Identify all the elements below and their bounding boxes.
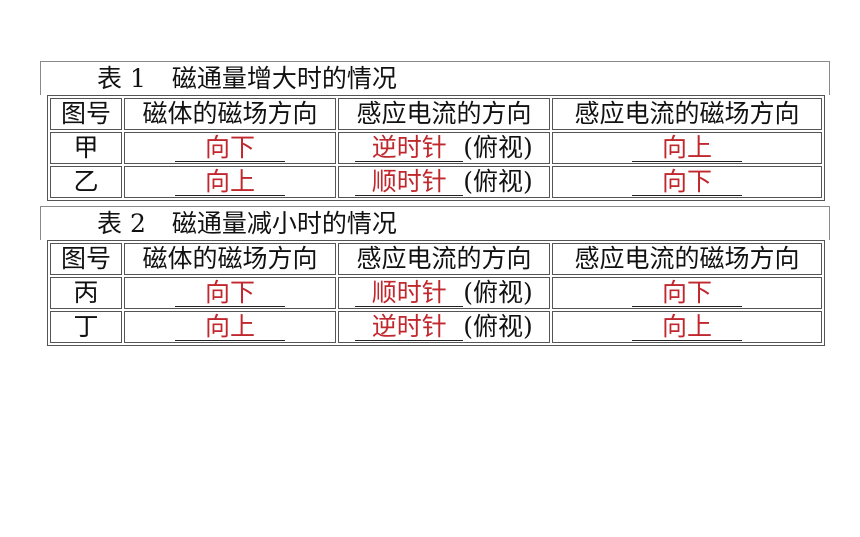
table-1-caption: 表 1 磁通量增大时的情况 — [40, 61, 830, 95]
answer-blank: 向上 — [632, 135, 742, 162]
magnet-field-cell: 向下 — [124, 277, 336, 309]
table-1-title: 磁通量增大时的情况 — [171, 64, 397, 93]
header-cell-current: 感应电流的方向 — [338, 243, 550, 275]
table-1-header-row: 图号 磁体的磁场方向 感应电流的方向 感应电流的磁场方向 — [50, 98, 822, 130]
answer-blank: 向上 — [632, 314, 742, 341]
magnet-field-cell: 向下 — [124, 132, 336, 164]
header-cell-magnet-field: 磁体的磁场方向 — [124, 98, 336, 130]
table-1: 图号 磁体的磁场方向 感应电流的方向 感应电流的磁场方向 甲 向下 逆时针(俯视… — [47, 95, 825, 201]
fig-cell: 丙 — [50, 277, 122, 309]
table-row: 丙 向下 顺时针(俯视) 向下 — [50, 277, 822, 309]
fig-cell: 乙 — [50, 166, 122, 198]
table-2-caption: 表 2 磁通量减小时的情况 — [40, 206, 830, 240]
header-cell-current: 感应电流的方向 — [338, 98, 550, 130]
table-2-title: 磁通量减小时的情况 — [171, 209, 397, 238]
table-row: 乙 向上 顺时针(俯视) 向下 — [50, 166, 822, 198]
table-1-block: 表 1 磁通量增大时的情况 图号 磁体的磁场方向 感应电流的方向 感应电流的磁场方… — [40, 61, 830, 201]
answer-blank: 逆时针 — [355, 135, 464, 162]
table-1-label: 表 1 — [97, 64, 146, 93]
header-cell-fig: 图号 — [50, 243, 122, 275]
header-cell-fig: 图号 — [50, 98, 122, 130]
answer-blank: 向下 — [632, 280, 742, 307]
table-2: 图号 磁体的磁场方向 感应电流的方向 感应电流的磁场方向 丙 向下 顺时针(俯视… — [47, 240, 825, 346]
magnet-field-cell: 向上 — [124, 166, 336, 198]
current-cell: 顺时针(俯视) — [338, 277, 550, 309]
answer-blank: 向下 — [632, 169, 742, 196]
answer-blank: 向上 — [175, 169, 285, 196]
view-note: (俯视) — [463, 278, 533, 307]
fig-cell: 丁 — [50, 311, 122, 343]
induced-field-cell: 向下 — [552, 277, 822, 309]
current-cell: 逆时针(俯视) — [338, 311, 550, 343]
answer-blank: 向下 — [175, 135, 285, 162]
current-cell: 顺时针(俯视) — [338, 166, 550, 198]
answer-blank: 顺时针 — [355, 280, 464, 307]
view-note: (俯视) — [463, 133, 533, 162]
induced-field-cell: 向上 — [552, 132, 822, 164]
induced-field-cell: 向上 — [552, 311, 822, 343]
table-2-label: 表 2 — [97, 209, 146, 238]
header-cell-magnet-field: 磁体的磁场方向 — [124, 243, 336, 275]
view-note: (俯视) — [463, 312, 533, 341]
answer-blank: 向下 — [175, 280, 285, 307]
answer-blank: 向上 — [175, 314, 285, 341]
answer-blank: 顺时针 — [355, 169, 464, 196]
table-row: 丁 向上 逆时针(俯视) 向上 — [50, 311, 822, 343]
current-cell: 逆时针(俯视) — [338, 132, 550, 164]
induced-field-cell: 向下 — [552, 166, 822, 198]
header-cell-induced-field: 感应电流的磁场方向 — [552, 98, 822, 130]
table-2-header-row: 图号 磁体的磁场方向 感应电流的方向 感应电流的磁场方向 — [50, 243, 822, 275]
fig-cell: 甲 — [50, 132, 122, 164]
answer-blank: 逆时针 — [355, 314, 464, 341]
view-note: (俯视) — [463, 167, 533, 196]
header-cell-induced-field: 感应电流的磁场方向 — [552, 243, 822, 275]
table-row: 甲 向下 逆时针(俯视) 向上 — [50, 132, 822, 164]
magnet-field-cell: 向上 — [124, 311, 336, 343]
table-2-block: 表 2 磁通量减小时的情况 图号 磁体的磁场方向 感应电流的方向 感应电流的磁场方… — [40, 206, 830, 346]
